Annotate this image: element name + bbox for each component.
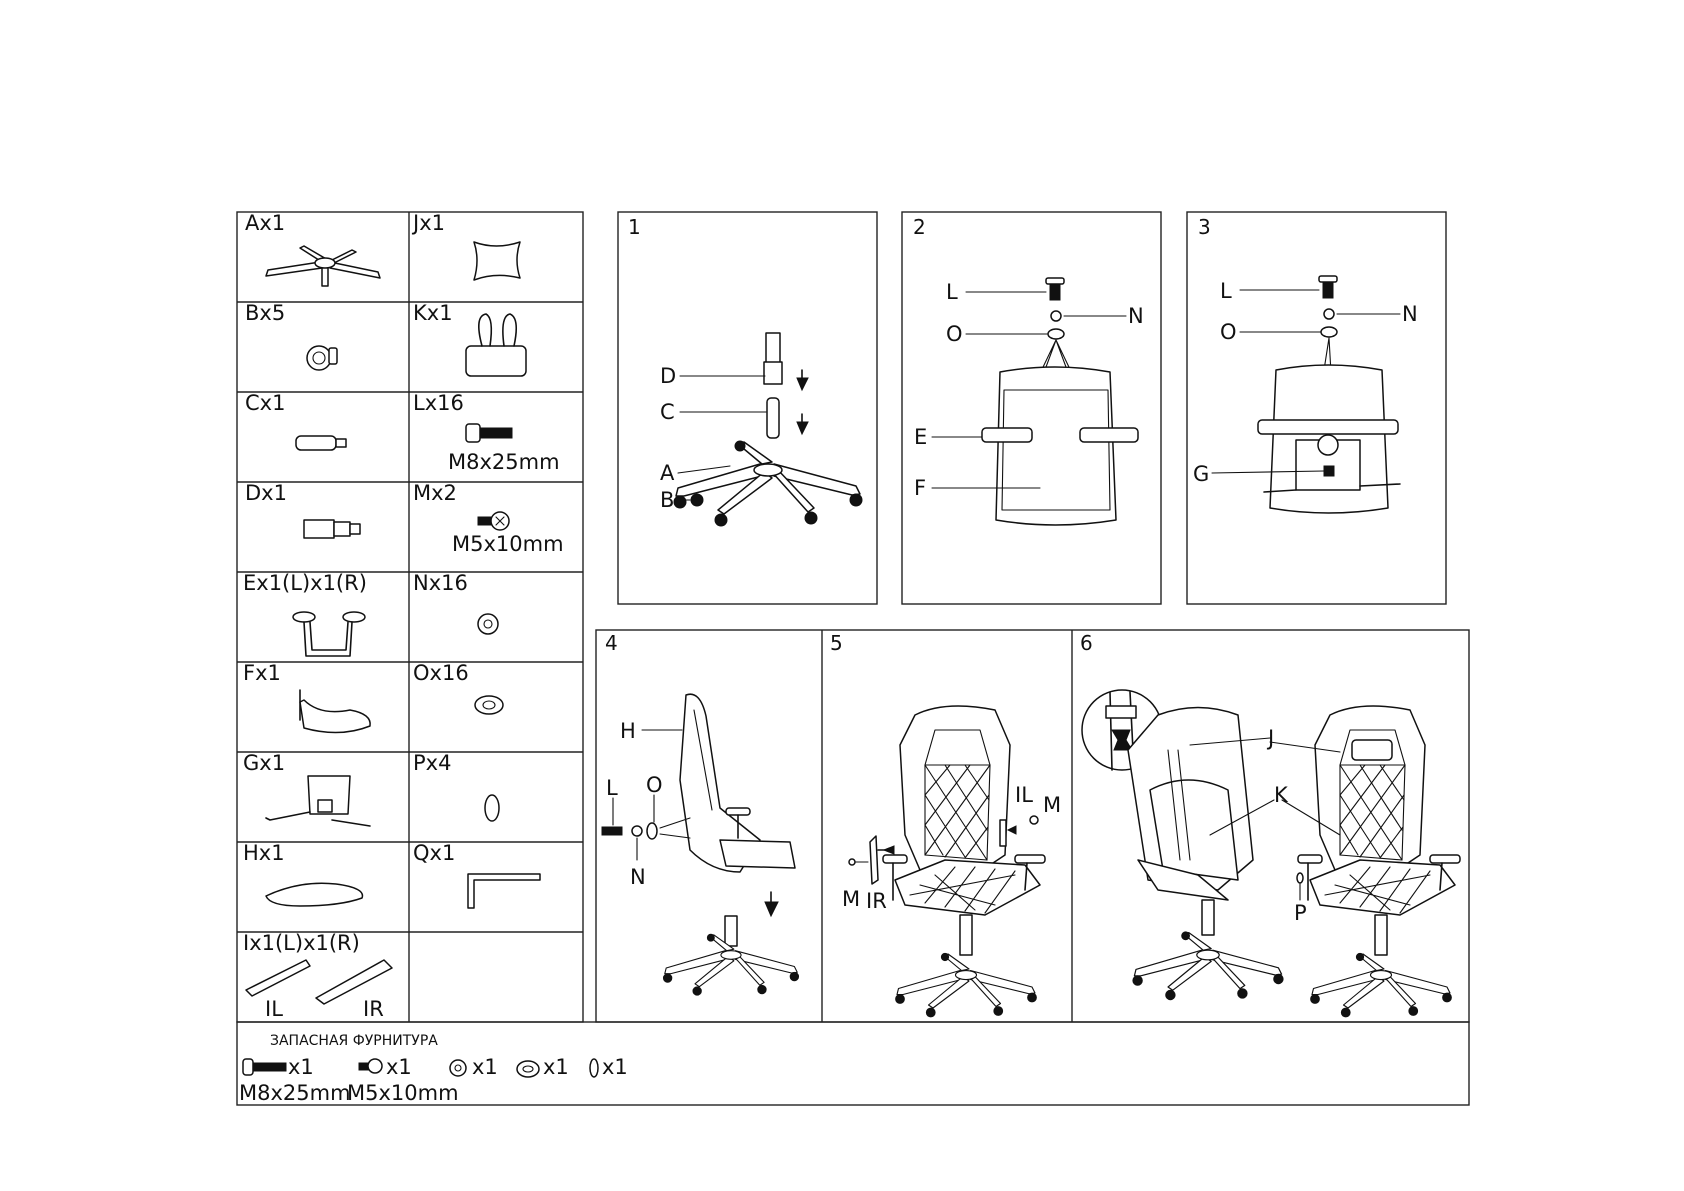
spare-flat-washer-qty: x1: [543, 1055, 569, 1079]
step-1-label-d: D: [660, 364, 676, 388]
part-m-label: Mx2: [413, 481, 457, 505]
cap-p-drawing: [484, 794, 500, 822]
part-q-label: Qx1: [413, 841, 455, 865]
lumbar-pillow-drawing: [465, 313, 527, 377]
part-h-label: Hx1: [243, 841, 285, 865]
part-k-label: Kx1: [413, 301, 453, 325]
step-5-panel: 5 IL M M IR: [830, 631, 1061, 1017]
step-5-label-m2: M: [842, 887, 860, 911]
spare-cap-icon: [589, 1058, 599, 1078]
spare-spring-washer-icon: [449, 1059, 467, 1077]
step-4-panel: 4 H L O N: [601, 631, 800, 996]
part-l-size: M8x25mm: [448, 450, 560, 474]
spare-parts-title: ЗАПАСНАЯ ФУРНИТУРА: [270, 1033, 438, 1049]
spare-cap-qty: x1: [602, 1055, 628, 1079]
pillow-drawing: [473, 241, 521, 281]
spare-spring-washer-qty: x1: [472, 1055, 498, 1079]
step-4-label-n: N: [630, 865, 646, 889]
star-base-drawing: [265, 245, 381, 287]
step-1-number: 1: [628, 215, 641, 239]
step-3-label-o: O: [1220, 320, 1237, 344]
step-1-panel: 1 D C A B: [617, 211, 878, 605]
spare-flat-washer-icon: [516, 1060, 540, 1078]
part-n-label: Nx16: [413, 571, 468, 595]
part-o-label: Ox16: [413, 661, 469, 685]
parts-table: Ax1 Jx1 Bx5 Kx1 Cx1 Lx16: [236, 211, 584, 1023]
step-1-label-a: A: [660, 461, 675, 485]
step-3-label-l: L: [1220, 279, 1232, 303]
step-2-panel: 2 L N O E F: [901, 211, 1162, 605]
step-4-number: 4: [605, 631, 618, 655]
allen-key-drawing: [467, 873, 541, 909]
step-3-label-g: G: [1193, 462, 1209, 486]
armrest-drawing: [292, 611, 366, 657]
step-4-label-h: H: [620, 719, 636, 743]
step-1-label-b: B: [660, 488, 674, 512]
step-5-number: 5: [830, 631, 843, 655]
part-i-left: IL: [265, 997, 283, 1021]
part-e-label: Ex1(L)x1(R): [243, 571, 367, 595]
spare-bolt-qty: x1: [288, 1055, 314, 1079]
part-i-label: Ix1(L)x1(R): [243, 931, 360, 955]
gas-cylinder-drawing: [303, 519, 361, 539]
step-6-label-k: K: [1274, 783, 1289, 807]
step-5-label-ir: IR: [866, 889, 887, 913]
spare-size-screw: M5x10mm: [347, 1081, 459, 1105]
step-2-label-l: L: [946, 280, 958, 304]
caster-drawing: [306, 345, 338, 371]
part-j-label: Jx1: [411, 211, 445, 235]
part-l-label: Lx16: [413, 391, 464, 415]
part-i-right: IR: [363, 997, 384, 1021]
spring-washer-drawing: [477, 613, 499, 635]
side-covers-drawing: [245, 959, 393, 1005]
part-b-label: Bx5: [245, 301, 285, 325]
spare-bolt-icon: [242, 1058, 287, 1076]
step-1-label-c: C: [660, 400, 675, 424]
step-4-label-l: L: [606, 776, 618, 800]
step-6-number: 6: [1080, 631, 1093, 655]
part-f-label: Fx1: [243, 661, 281, 685]
step-5-label-m1: M: [1043, 793, 1061, 817]
part-d-label: Dx1: [245, 481, 287, 505]
step-2-number: 2: [913, 215, 926, 239]
part-a-label: Ax1: [245, 211, 285, 235]
bolt-l-drawing: [465, 423, 513, 443]
step-5-label-il: IL: [1015, 783, 1033, 807]
step-6-panel: 6 J K P: [1080, 631, 1460, 1017]
spare-parts-section: ЗАПАСНАЯ ФУРНИТУРА x1 x1 x1 x1 x1 M8x25m…: [236, 1021, 1470, 1106]
backrest-drawing: [265, 882, 364, 907]
step-4-label-o: O: [646, 773, 663, 797]
step-6-label-j: J: [1266, 726, 1274, 750]
step-2-label-n: N: [1128, 304, 1144, 328]
mechanism-drawing: [265, 775, 371, 827]
spare-size-bolt: M8x25mm: [239, 1081, 351, 1105]
part-c-label: Cx1: [245, 391, 285, 415]
step-2-label-o: O: [946, 322, 963, 346]
part-p-label: Px4: [413, 751, 451, 775]
step-2-label-e: E: [914, 425, 927, 449]
step-2-label-f: F: [914, 476, 926, 500]
flat-washer-drawing: [474, 695, 504, 715]
part-m-size: M5x10mm: [452, 532, 564, 556]
screw-m-drawing: [477, 511, 510, 531]
spare-screw-qty: x1: [386, 1055, 412, 1079]
step-3-number: 3: [1198, 215, 1211, 239]
step-3-panel: 3 L N O G: [1186, 211, 1447, 605]
step-6-label-p: P: [1294, 901, 1307, 925]
step-3-label-n: N: [1402, 302, 1418, 326]
seat-drawing: [299, 689, 371, 734]
spare-screw-icon: [358, 1058, 383, 1074]
gas-lift-drawing: [295, 435, 347, 451]
part-g-label: Gx1: [243, 751, 285, 775]
